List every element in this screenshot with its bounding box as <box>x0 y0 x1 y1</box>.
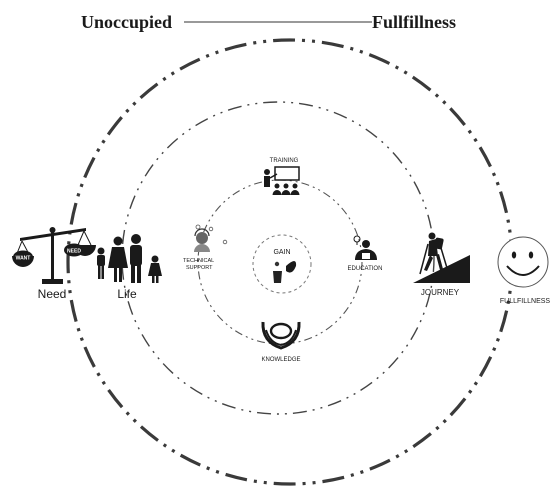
need-badge: NEED <box>64 243 84 257</box>
inner-ring <box>197 179 363 345</box>
education-icon <box>353 235 377 260</box>
knowledge-label: KNOWLEDGE <box>261 357 300 363</box>
training-label: TRAINING <box>270 158 299 164</box>
knowledge-icon <box>261 321 301 350</box>
journey-label: JOURNEY <box>421 288 460 297</box>
life-label: Life <box>117 287 137 301</box>
middle-ring <box>121 101 435 415</box>
technical-support-icon <box>194 224 228 252</box>
training-icon <box>264 166 300 195</box>
gain-label: GAIN <box>273 249 290 256</box>
technical-support-label-line1: TECHNICAL <box>183 258 214 264</box>
need-badge-label: NEED <box>67 249 81 255</box>
header-right-label: Fullfillness <box>372 12 456 32</box>
gain-icon <box>273 261 297 283</box>
core-ring <box>252 234 312 294</box>
technical-support-label-line2: SUPPORT <box>186 265 213 271</box>
family-icon <box>97 234 162 283</box>
want-badge-label: WANT <box>16 256 31 262</box>
need-label: Need <box>38 287 67 301</box>
fullfillness-label: FULLFILLNESS <box>500 298 551 305</box>
journey-icon <box>413 232 470 283</box>
want-badge: WANT <box>13 250 33 264</box>
header-left-label: Unoccupied <box>81 12 172 32</box>
smiley-icon <box>497 236 549 288</box>
education-label: EDUCATION <box>348 266 383 272</box>
